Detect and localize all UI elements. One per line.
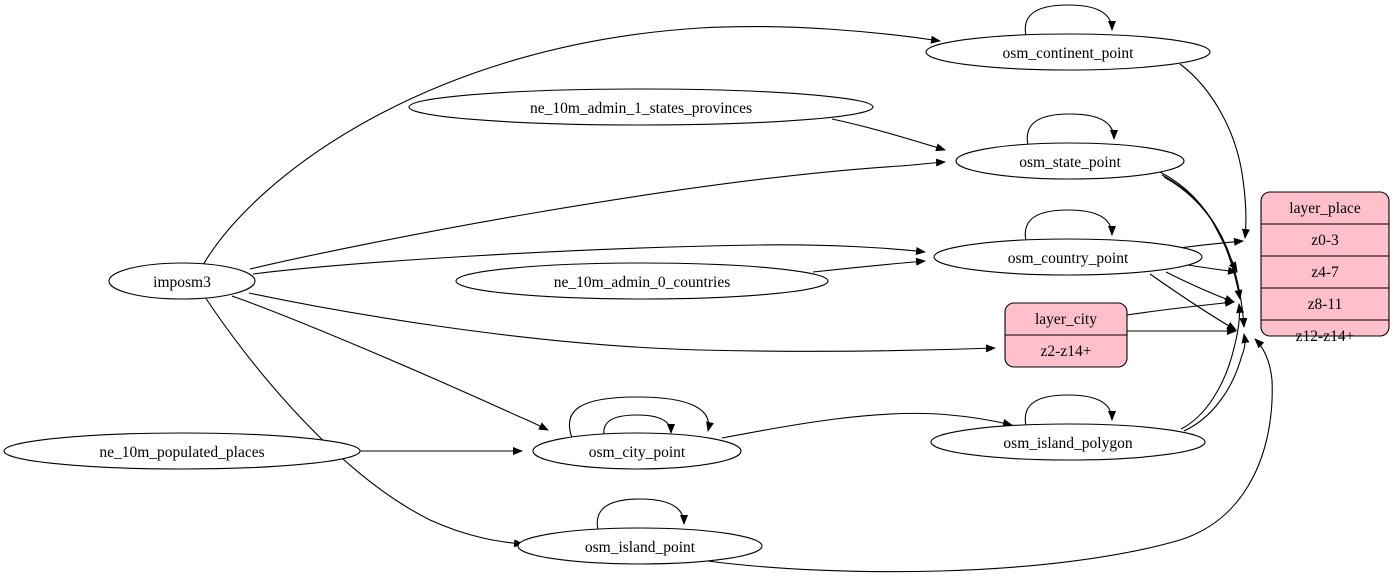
node-osm_continent_point[interactable]: osm_continent_point [925,33,1211,71]
record-header-label: layer_city [1035,311,1097,328]
edge-imposm3-to-osm_island_point [204,296,524,548]
node-label: ne_10m_populated_places [99,444,264,461]
node-label: ne_10m_admin_0_countries [554,274,731,291]
edge-imposm3-to-osm_city_point [231,295,549,431]
node-ne_10m_admin_1_states_provinces[interactable]: ne_10m_admin_1_states_provinces [408,88,874,126]
edge-osm_state_point-to-z4-7 [1159,171,1238,272]
node-label: osm_continent_point [1003,45,1135,62]
record-node-layer_city[interactable]: layer_city z2-z14+ [1004,302,1128,368]
edge-osm_country_point-to-z4-7 [1187,264,1238,275]
edge-imposm3-to-osm_country_point [252,244,926,275]
node-label: osm_country_point [1008,250,1129,267]
record-row-z2-z14plus[interactable]: z2-z14+ [1041,343,1092,360]
node-osm_island_point[interactable]: osm_island_point [517,527,763,565]
edge-osm_city_point-self-loop-inner [603,414,675,441]
node-label: osm_island_polygon [1003,435,1132,452]
edge-osm_country_point-self-loop [1024,209,1116,246]
nodes-layer: imposm3 ne_10m_admin_1_states_provinces … [3,33,1211,565]
edge-osm_island_polygon-to-z12-z14 [1183,333,1250,432]
edge-osm_country_point-to-z8-11 [1165,271,1235,303]
node-osm_island_polygon[interactable]: osm_island_polygon [930,423,1206,461]
edge-osm_state_point-to-z8-11 [1161,174,1243,300]
node-label: ne_10m_admin_1_states_provinces [530,100,752,117]
edge-imposm3-to-osm_continent_point [202,26,941,266]
node-label: osm_state_point [1019,154,1121,171]
edges-layer [202,4,1273,573]
node-label: imposm3 [153,274,211,291]
edge-osm_island_point-to-z12-z14 [699,338,1273,573]
edge-layer_city-to-z8-11 [1126,298,1235,316]
edge-imposm3-to-layer_city [248,292,996,353]
edge-osm_country_point-to-z0-3 [1179,237,1244,249]
node-ne_10m_admin_0_countries[interactable]: ne_10m_admin_0_countries [455,262,829,300]
edge-osm_island_polygon-self-loop [1024,394,1116,431]
edge-osm_continent_point-self-loop [1024,4,1116,41]
node-imposm3[interactable]: imposm3 [108,262,256,300]
node-label: osm_island_point [585,539,696,556]
record-row-z4-7[interactable]: z4-7 [1311,264,1339,281]
edge-osm_city_point-self-loop-outer [568,396,714,439]
edge-osm_island_polygon-to-z8-11 [1180,303,1245,430]
node-osm_city_point[interactable]: osm_city_point [532,432,742,470]
edge-osm_island_point-self-loop [596,498,688,535]
node-ne_10m_populated_places[interactable]: ne_10m_populated_places [3,432,361,470]
record-row-z0-3[interactable]: z0-3 [1311,232,1339,249]
edge-osm_city_point-to-osm_island_polygon [721,412,1013,439]
node-label: osm_city_point [589,444,686,461]
node-osm_state_point[interactable]: osm_state_point [955,142,1185,180]
edge-osm_continent_point-to-z0-3 [1179,63,1250,239]
edge-states_provinces-to-osm_state_point [831,118,946,152]
record-header-label: layer_place [1289,200,1361,217]
node-osm_country_point[interactable]: osm_country_point [933,238,1203,276]
record-node-layer_place[interactable]: layer_place z0-3 z4-7 z8-11 z12-z14+ [1260,191,1390,345]
edge-countries-to-osm_country_point [812,257,926,273]
record-row-z12-z14plus[interactable]: z12-z14+ [1296,328,1355,345]
edge-osm_state_point-self-loop [1026,113,1118,150]
edge-osm_country_point-to-z12-z14 [1149,273,1237,331]
edge-imposm3-to-osm_state_point [249,158,946,270]
record-row-z8-11[interactable]: z8-11 [1308,296,1343,313]
